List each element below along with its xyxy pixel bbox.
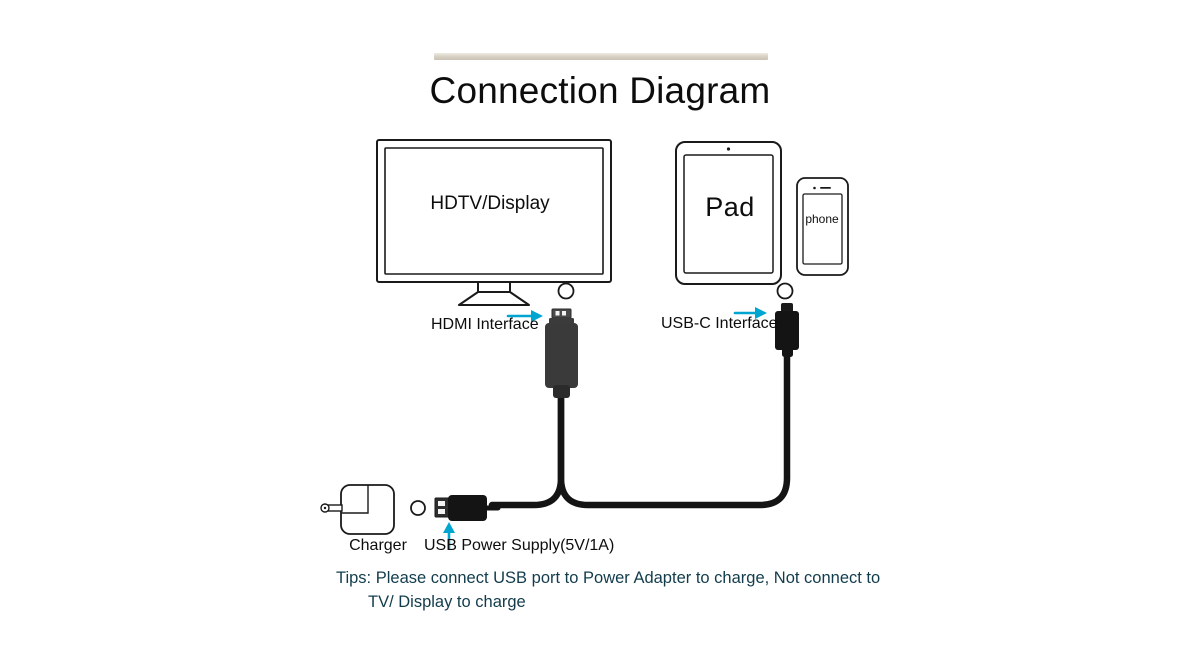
- usba-contact-bottom: [438, 509, 445, 514]
- tv-stand-neck: [477, 282, 511, 292]
- phone-camera-icon: [813, 186, 816, 190]
- cable-junction-to-usbc: [557, 348, 791, 509]
- hdmi-contact-right: [562, 311, 566, 316]
- pad-label: Pad: [705, 192, 755, 222]
- usbc-interface-label: USB-C Interface: [661, 315, 778, 332]
- cable-hdmi-to-junction: [488, 391, 565, 509]
- tv-stand-base: [458, 291, 530, 306]
- tv-screen: [384, 147, 604, 275]
- hdmi-tip: [551, 308, 572, 319]
- hdmi-strain-relief: [553, 385, 570, 398]
- usba-tip: [434, 497, 450, 518]
- tips-note: Tips: Please connect USB port to Power A…: [336, 566, 936, 614]
- phone-label: phone: [805, 212, 839, 226]
- phone-screen: [802, 193, 843, 265]
- hdmi-body: [545, 323, 578, 388]
- pad-camera-icon: [726, 147, 731, 151]
- pad-screen: [683, 154, 774, 274]
- arrow-right-icon-hdmi: [506, 310, 543, 322]
- usb-power-supply-label: USB Power Supply(5V/1A): [424, 537, 615, 554]
- device-pad: [675, 141, 782, 285]
- connector-hdmi: [545, 308, 578, 398]
- usba-contact-top: [438, 501, 445, 506]
- title-rule: [434, 53, 768, 60]
- device-charger: [320, 484, 395, 535]
- usbc-strain-relief: [782, 347, 793, 357]
- connector-usb-a: [434, 495, 487, 521]
- pad-port-circle-icon: [776, 282, 794, 300]
- device-phone: [796, 177, 849, 276]
- tv-port-circle-icon: [557, 282, 575, 300]
- charger-prong-dot: [323, 506, 327, 510]
- page-title: Connection Diagram: [429, 70, 771, 111]
- phone-speaker-icon: [820, 187, 831, 189]
- arrow-up-icon-usb-power: [443, 522, 455, 550]
- usba-body: [448, 495, 487, 521]
- charger-fold-line: [341, 485, 369, 514]
- hdmi-contact-left: [555, 311, 560, 316]
- tips-line-2: TV/ Display to charge: [368, 593, 526, 611]
- connector-usb-c: [775, 303, 799, 357]
- device-hdtv: [376, 139, 612, 306]
- hdmi-interface-label: HDMI Interface: [431, 316, 539, 333]
- charger-label: Charger: [349, 537, 407, 554]
- hdtv-label: HDTV/Display: [430, 193, 550, 214]
- tips-line-1: Tips: Please connect USB port to Power A…: [336, 569, 881, 587]
- usbc-body: [775, 311, 799, 350]
- charger-port-circle-icon: [410, 500, 426, 516]
- arrow-right-icon-usbc: [733, 307, 767, 319]
